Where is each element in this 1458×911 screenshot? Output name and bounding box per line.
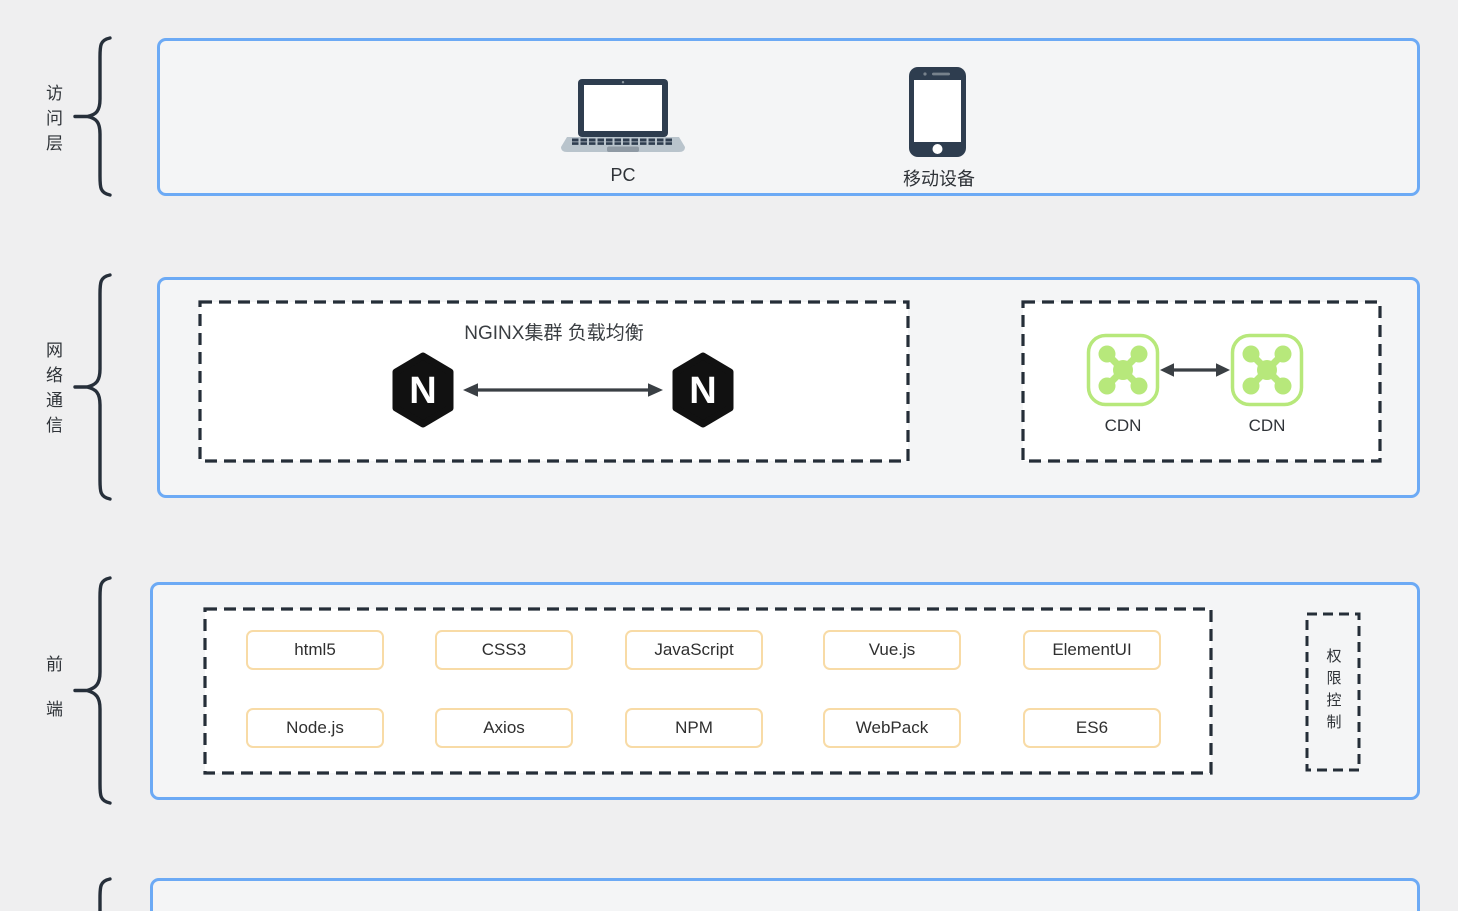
tech-box-vuejs: Vue.js — [823, 630, 961, 670]
permission-control-box: 权限控制 — [1305, 612, 1361, 772]
pc-laptop-icon — [561, 79, 685, 152]
bottom-layer-panel — [150, 878, 1420, 911]
bidirectional-arrow-icon — [1160, 363, 1230, 377]
access-layer-brace — [73, 36, 112, 197]
svg-text:N: N — [689, 370, 716, 412]
access-layer-label: 访问层 — [43, 84, 62, 159]
cdn-node-icon — [1086, 333, 1160, 407]
tech-box-axios: Axios — [435, 708, 573, 748]
nginx-icon: N — [392, 352, 454, 428]
pc-label: PC — [610, 165, 636, 185]
tech-box-css3: CSS3 — [435, 630, 573, 670]
tech-box-webpack: WebPack — [823, 708, 961, 748]
tech-box-javascript: JavaScript — [625, 630, 763, 670]
cdn-label: CDN — [1104, 416, 1142, 435]
cdn-node-icon — [1230, 333, 1304, 407]
bidirectional-arrow-icon — [463, 383, 663, 397]
network-layer-label: 网络通信 — [43, 341, 62, 441]
nginx-cluster-title: NGINX集群 负载均衡 — [464, 323, 644, 344]
cdn-box: CDN CDN — [1021, 300, 1382, 463]
mobile-device-label: 移动设备 — [903, 169, 975, 189]
tech-box-elementui: ElementUI — [1023, 630, 1161, 670]
tech-box-nodejs: Node.js — [246, 708, 384, 748]
nginx-icon: N — [672, 352, 734, 428]
network-layer-brace — [73, 273, 112, 501]
permission-control-label: 权限控制 — [1324, 648, 1342, 736]
frontend-layer-label: 前端 — [43, 655, 62, 745]
tech-box-html5: html5 — [246, 630, 384, 670]
tech-box-npm: NPM — [625, 708, 763, 748]
mobile-phone-icon — [909, 67, 966, 157]
nginx-cluster-box: NGINX集群 负载均衡 N N — [198, 300, 910, 463]
bottom-layer-brace — [98, 877, 112, 911]
frontend-tech-box: html5 CSS3 JavaScript Vue.js ElementUI N… — [203, 607, 1213, 775]
cdn-label: CDN — [1248, 416, 1286, 435]
svg-text:N: N — [409, 370, 436, 412]
access-layer-panel — [157, 38, 1420, 196]
frontend-layer-brace — [73, 576, 112, 805]
tech-box-es6: ES6 — [1023, 708, 1161, 748]
